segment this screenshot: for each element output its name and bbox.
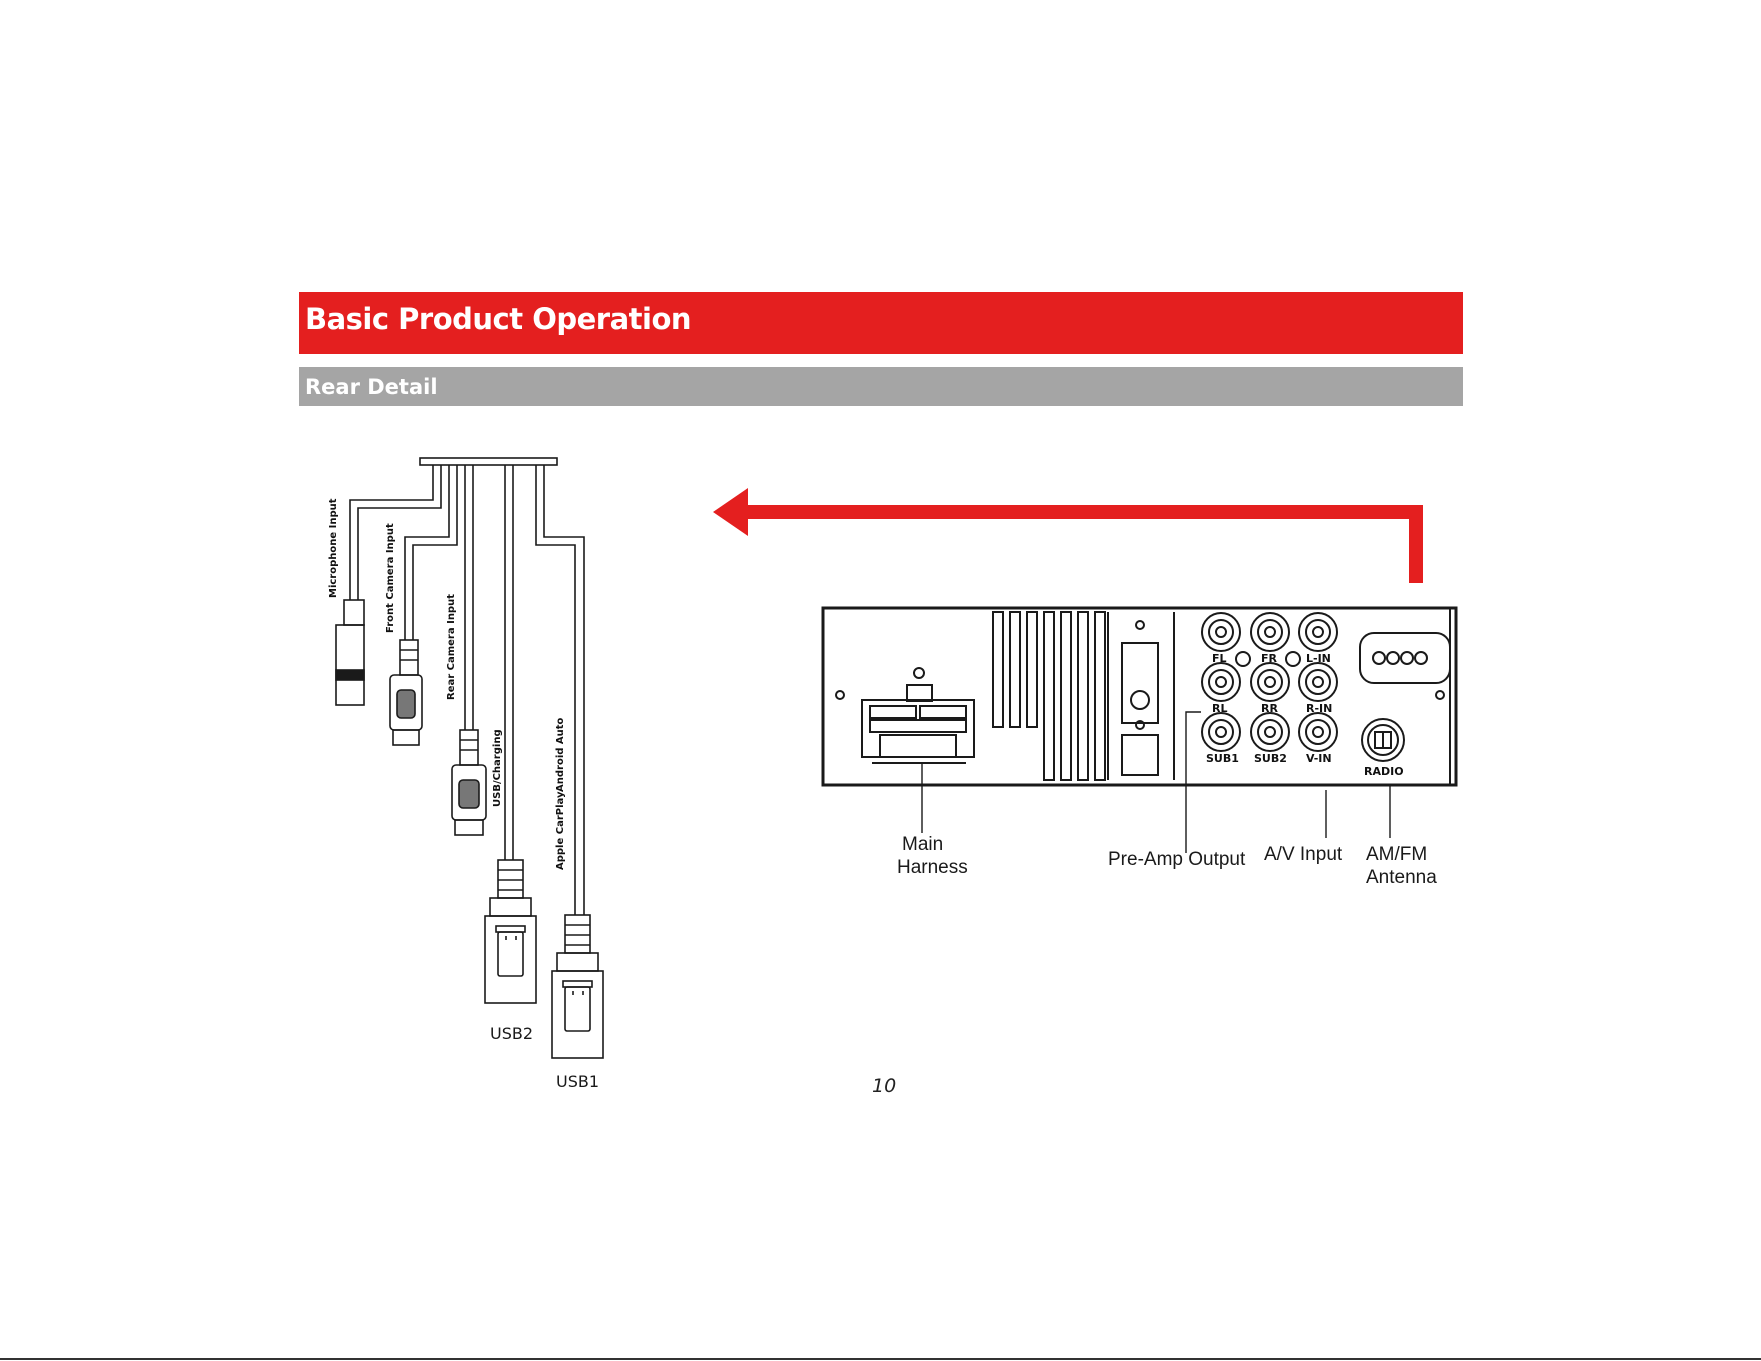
callout-av-input: A/V Input	[1264, 843, 1342, 867]
main-harness-connector	[862, 668, 974, 763]
microphone-jack	[336, 600, 364, 705]
label-android-auto: Android Auto	[555, 718, 566, 792]
jack-label-fr: FR	[1261, 652, 1278, 665]
jack-label-radio: RADIO	[1364, 765, 1404, 778]
page-number: 10	[872, 1075, 896, 1097]
head-unit-rear	[823, 608, 1456, 785]
callout-antenna-line1: AM/FM	[1366, 843, 1427, 867]
harness-bar	[420, 458, 557, 465]
jack-label-fl: FL	[1212, 652, 1227, 665]
heat-sink	[993, 612, 1174, 780]
jack-label-rin: R-IN	[1306, 702, 1332, 715]
rear-camera-rca	[452, 730, 486, 835]
label-usb2: USB2	[490, 1022, 533, 1046]
label-rear-camera-input: Rear Camera Input	[446, 594, 457, 700]
jack-label-sub1: SUB1	[1206, 752, 1239, 765]
usb2-plug	[485, 860, 536, 1003]
callout-main-line1: Main	[902, 833, 943, 857]
label-usb1: USB1	[556, 1070, 599, 1094]
jack-label-sub2: SUB2	[1254, 752, 1287, 765]
front-camera-rca	[390, 640, 422, 745]
jack-label-rl: RL	[1212, 702, 1227, 715]
usb1-plug	[552, 915, 603, 1058]
label-microphone-input: Microphone Input	[328, 498, 339, 598]
bottom-divider	[0, 1358, 1761, 1360]
label-usb-charging: USB/Charging	[492, 729, 503, 807]
callout-preamp-output: Pre-Amp Output	[1108, 848, 1245, 872]
callout-main-line2: Harness	[897, 856, 968, 880]
label-front-camera-input: Front Camera Input	[385, 523, 396, 633]
rca-jacks	[1202, 613, 1337, 751]
callout-antenna-line2: Antenna	[1366, 866, 1437, 890]
jack-label-vin: V-IN	[1306, 752, 1332, 765]
jack-label-lin: L-IN	[1306, 652, 1331, 665]
jack-label-rr: RR	[1261, 702, 1278, 715]
label-apple-carplay: Apple CarPlay	[555, 792, 566, 870]
direction-arrow	[713, 488, 1416, 583]
antenna-jack	[1362, 719, 1404, 761]
